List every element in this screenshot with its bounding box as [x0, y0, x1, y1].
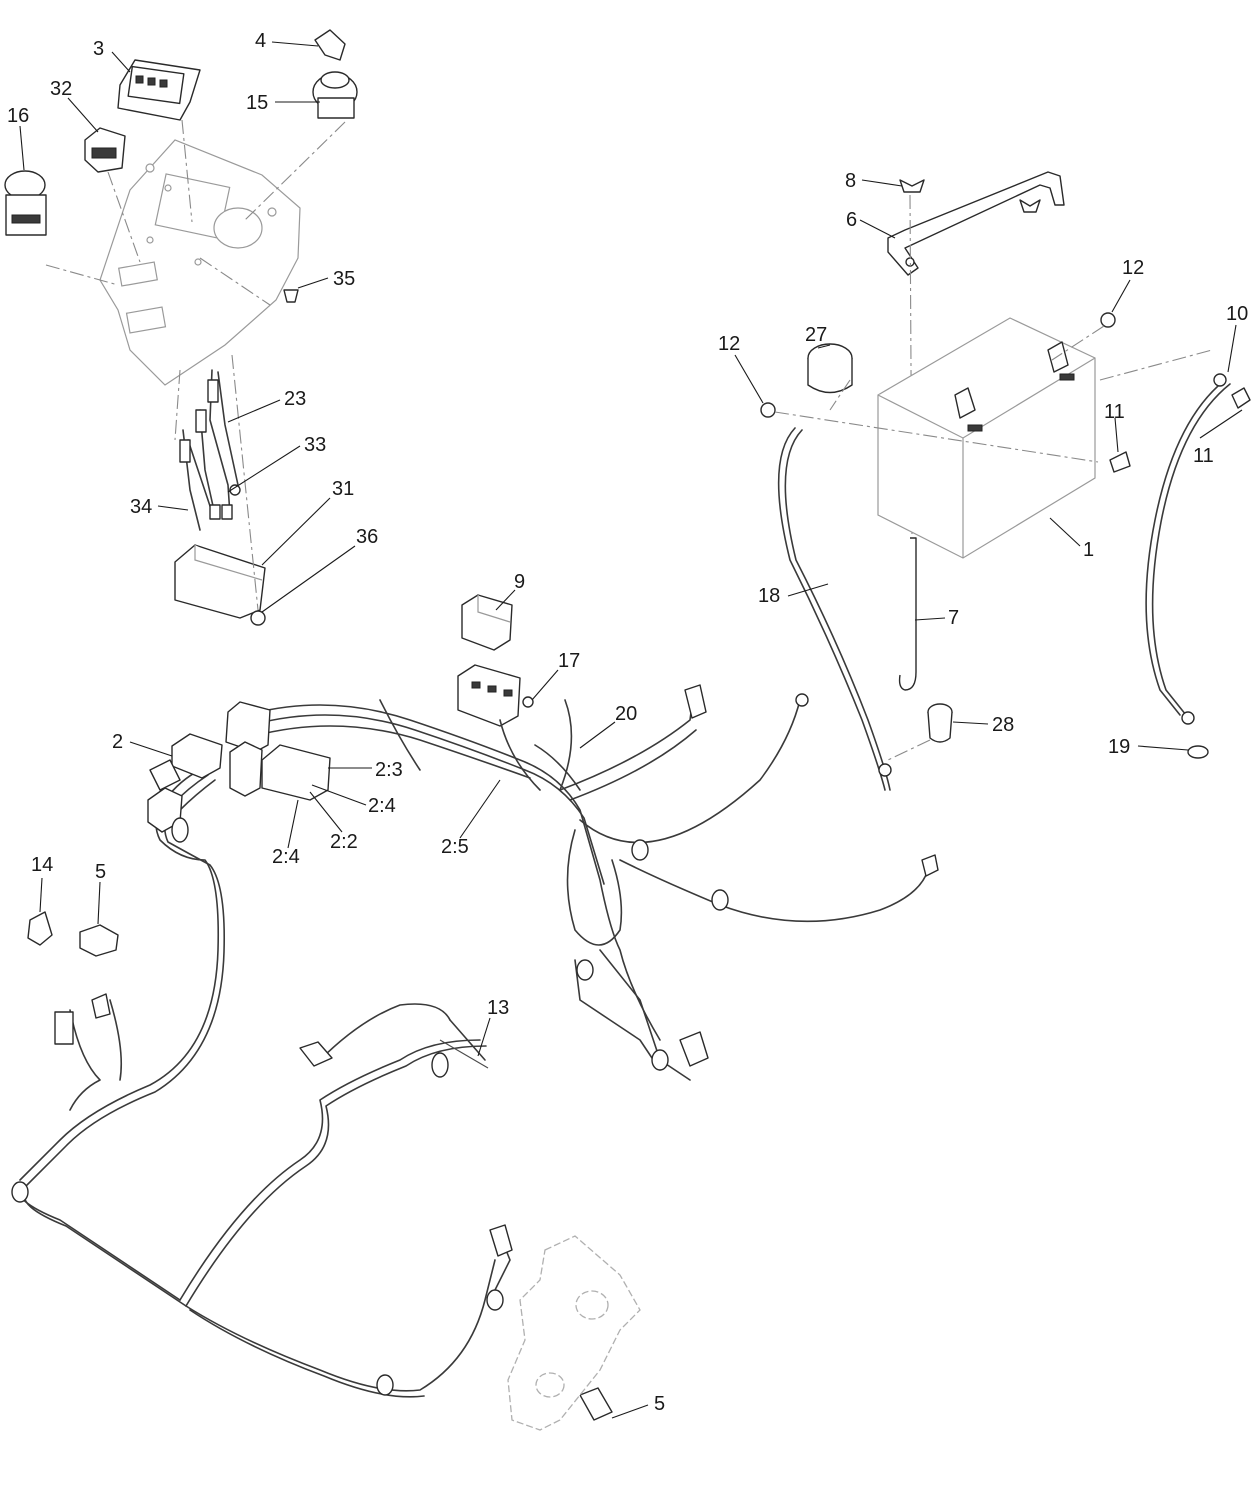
hour-meter-display [117, 59, 201, 121]
hardware-battery [760, 312, 1251, 473]
callout-7: 7 [948, 607, 959, 629]
callout-31: 31 [332, 478, 354, 500]
assembly-lines-battery [774, 325, 1213, 761]
callout-15: 15 [246, 92, 268, 114]
callout-labels: 3 4 32 15 16 35 23 33 34 31 36 8 6 12 12… [7, 30, 1248, 1415]
cable-tie [439, 1039, 489, 1069]
callout-18: 18 [758, 585, 780, 607]
wing-nut [899, 179, 1041, 213]
battery [877, 317, 1096, 559]
callout-34: 34 [130, 496, 152, 518]
callout-32: 32 [50, 78, 72, 100]
callout-33: 33 [304, 434, 326, 456]
callout-14: 14 [31, 854, 53, 876]
callout-9: 9 [514, 571, 525, 593]
leader-lines [19, 41, 1243, 1419]
callout-27: 27 [805, 324, 827, 346]
callout-35: 35 [333, 268, 355, 290]
callout-2-4-right: 2:4 [368, 795, 396, 817]
callout-2-3: 2:3 [375, 759, 403, 781]
callout-2-4-left: 2:4 [272, 846, 300, 868]
callout-5-lower: 5 [654, 1393, 665, 1415]
callout-20: 20 [615, 703, 637, 725]
callout-2: 2 [112, 731, 123, 753]
callout-12-right: 12 [1122, 257, 1144, 279]
short-harnesses [179, 369, 241, 531]
callout-28: 28 [992, 714, 1014, 736]
callout-6: 6 [846, 209, 857, 231]
ignition-switch [312, 71, 358, 119]
callout-3: 3 [93, 38, 104, 60]
callout-2-5: 2:5 [441, 836, 469, 858]
relay [461, 594, 513, 651]
callout-12-left: 12 [718, 333, 740, 355]
callout-13: 13 [487, 997, 509, 1019]
callout-8: 8 [845, 170, 856, 192]
callout-11-right: 11 [1193, 445, 1214, 467]
callout-11-left: 11 [1104, 401, 1125, 423]
callout-19: 19 [1108, 736, 1130, 758]
screw [522, 696, 534, 708]
ignition-key [314, 29, 346, 61]
callout-1: 1 [1083, 539, 1094, 561]
control-module [174, 544, 266, 619]
callout-17: 17 [558, 650, 580, 672]
control-panel [99, 139, 301, 386]
callout-2-2: 2:2 [330, 831, 358, 853]
brake-bracket-ghost [507, 1235, 641, 1431]
push-pin [283, 289, 299, 303]
cable-boot [927, 703, 953, 743]
callout-10: 10 [1226, 303, 1248, 325]
battery-hold-down [887, 171, 1065, 276]
relay-socket [457, 664, 521, 727]
callout-4: 4 [255, 30, 266, 52]
harness-connectors [11, 684, 939, 1421]
callout-23: 23 [284, 388, 306, 410]
terminal-boot [807, 343, 853, 394]
battery-rod [898, 537, 917, 691]
rocker-switch [84, 127, 126, 173]
pto-switch [4, 170, 47, 236]
hex-nut [250, 610, 266, 626]
battery-cables [777, 373, 1231, 791]
callout-36: 36 [356, 526, 378, 548]
callout-16: 16 [7, 105, 29, 127]
assembly-lines-upper-left [45, 119, 346, 611]
callout-5-upper: 5 [95, 861, 106, 883]
